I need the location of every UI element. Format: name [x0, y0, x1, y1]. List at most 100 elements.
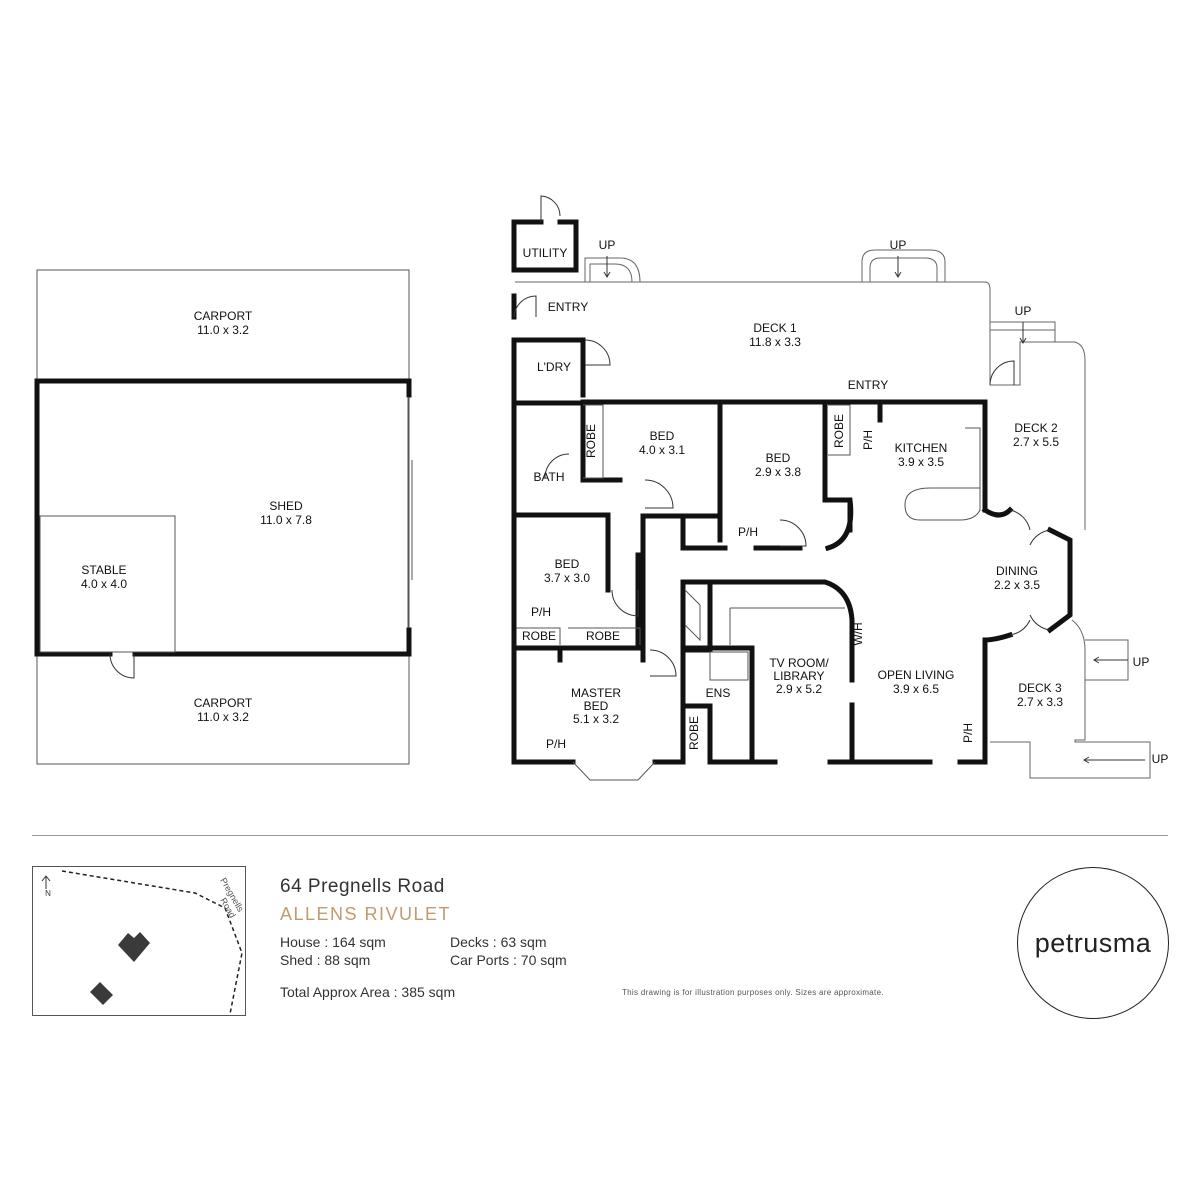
stable-label: STABLE [81, 563, 126, 577]
tv-inner [729, 607, 845, 645]
dining-label: DINING [996, 564, 1038, 578]
shed-label: SHED [269, 499, 303, 513]
bed2-walls [680, 399, 988, 551]
kitchen-size: 3.9 x 3.5 [898, 455, 944, 469]
bed1-robe-label: ROBE [584, 424, 598, 458]
hall-cupboard [684, 589, 701, 642]
master-bay [572, 761, 656, 781]
shed-area: Shed : 88 sqm [280, 952, 371, 968]
brand-name: petrusma [1034, 927, 1152, 958]
entry2-door [989, 360, 1015, 386]
ens-label: ENS [706, 686, 731, 700]
stable-outline [39, 515, 176, 653]
bath-door [544, 453, 570, 479]
master-robe-label: ROBE [687, 716, 701, 750]
dining-size: 2.2 x 3.5 [994, 578, 1040, 592]
bed3-robes [516, 627, 641, 645]
deck2-size: 2.7 x 5.5 [1013, 435, 1059, 449]
bed3-door [611, 589, 639, 617]
bed3-label: BED [555, 557, 580, 571]
total-area: Total Approx Area : 385 sqm [280, 984, 456, 1000]
tv-label-1: TV ROOM/ [769, 656, 829, 670]
up-label-3: UP [1015, 304, 1032, 318]
site-map-frame [32, 866, 246, 1016]
entry-label-2: ENTRY [848, 378, 888, 392]
shed-door-swing [109, 653, 135, 679]
master-label-1: MASTER [571, 686, 621, 700]
laundry-walls [511, 337, 723, 543]
up-label-2: UP [890, 238, 907, 252]
entry-label-1: ENTRY [548, 300, 588, 314]
carport-top-label: CARPORT [194, 309, 253, 323]
hall-walls [640, 513, 855, 663]
bed2-robe [828, 404, 851, 456]
carports-area: Car Ports : 70 sqm [450, 952, 567, 968]
carport-top-size: 11.0 x 3.2 [197, 323, 249, 337]
house-footprint [118, 932, 150, 962]
master-label-2: BED [584, 699, 609, 713]
deck3-size: 2.7 x 3.3 [1017, 695, 1063, 709]
carport-bottom-label: CARPORT [194, 696, 253, 710]
utility-label: UTILITY [523, 246, 568, 260]
bed1-door [644, 479, 674, 509]
deck1-label: DECK 1 [753, 321, 797, 335]
deck1-step-mid [861, 249, 946, 282]
shed-walls [34, 378, 412, 657]
kitchen-bench [904, 427, 981, 521]
bed1-robe [583, 404, 604, 479]
east-walls [867, 399, 1073, 765]
deck1-outline [515, 281, 1086, 530]
bed2-size: 2.9 x 3.8 [755, 465, 801, 479]
bath-walls [511, 477, 623, 558]
north-label: N [45, 889, 51, 898]
entry-door [513, 295, 537, 318]
living-size: 3.9 x 6.5 [893, 682, 939, 696]
carport-bottom-size: 11.0 x 3.2 [197, 710, 249, 724]
utility-door [540, 195, 561, 222]
bed3-size: 3.7 x 3.0 [544, 571, 590, 585]
bed1-size: 4.0 x 3.1 [639, 443, 685, 457]
deck-doors-dining [1009, 509, 1051, 546]
bed2-robe-label: ROBE [832, 414, 846, 448]
kitchen-label: KITCHEN [895, 441, 948, 455]
property-suburb: ALLENS RIVULET [280, 904, 452, 924]
north-arrow-icon [41, 875, 51, 889]
tv-walls [749, 647, 873, 765]
shed-size: 11.0 x 7.8 [260, 513, 312, 527]
master-walls [652, 645, 755, 765]
master-size: 5.1 x 3.2 [573, 712, 619, 726]
house-area: House : 164 sqm [280, 934, 386, 950]
deck3-outline [990, 619, 1151, 779]
tv-size: 2.9 x 5.2 [776, 682, 822, 696]
deck3-label: DECK 3 [1018, 681, 1062, 695]
stable-size: 4.0 x 4.0 [81, 577, 127, 591]
tv-label-2: LIBRARY [773, 669, 824, 683]
utility-walls [511, 219, 579, 273]
deck1-size: 11.8 x 3.3 [749, 335, 801, 349]
road-boundary [61, 870, 243, 1015]
ph-kitchen: P/H [861, 430, 875, 450]
bed2-door [779, 519, 807, 547]
living-label: OPEN LIVING [878, 668, 955, 682]
laundry-door [584, 339, 611, 366]
deck2-label: DECK 2 [1014, 421, 1058, 435]
carport-outline [36, 269, 410, 765]
deck1-step-left [584, 257, 641, 283]
bath-label: BATH [533, 470, 564, 484]
ph-bed3: P/H [531, 605, 551, 619]
decks-area: Decks : 63 sqm [450, 934, 547, 950]
bed3-robe-label-1: ROBE [522, 629, 556, 643]
master-door [649, 649, 677, 677]
bed1-label: BED [650, 429, 675, 443]
bed3-robe-label-2: ROBE [586, 629, 620, 643]
property-address: 64 Pregnells Road [280, 876, 445, 897]
deck-doors-living [1009, 614, 1051, 636]
laundry-label: L'DRY [537, 360, 571, 374]
brand-logo: petrusma [1017, 867, 1169, 1019]
ph-living: P/H [961, 723, 975, 743]
disclaimer: This drawing is for illustration purpose… [622, 988, 884, 997]
up-arrows [603, 256, 1145, 764]
up-label-5: UP [1152, 752, 1169, 766]
ph-bed2: P/H [738, 525, 758, 539]
